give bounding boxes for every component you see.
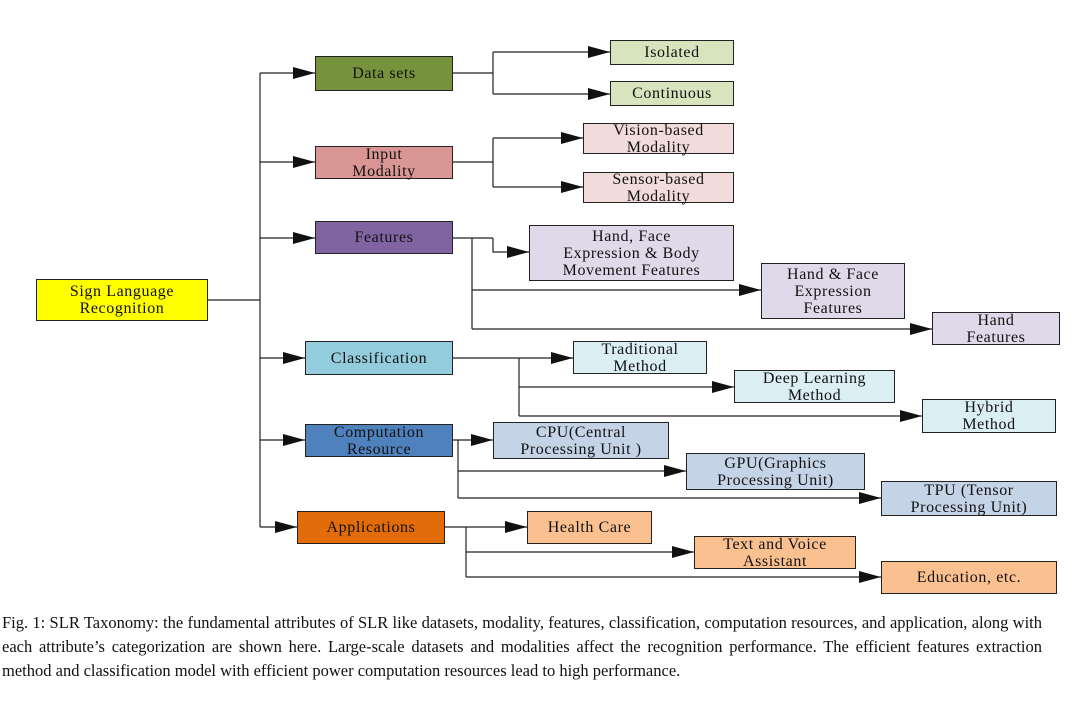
- node-classification: Classification: [305, 341, 453, 375]
- figure-caption: Fig. 1: SLR Taxonomy: the fundamental at…: [2, 613, 1042, 680]
- connector-datasets-branch: [453, 52, 494, 94]
- node-vision-based-modality: Vision-based Modality: [583, 122, 734, 156]
- node-text-voice-assistant: Text and Voice Assistant: [694, 536, 856, 570]
- arrow-to-hand-face-body: [492, 238, 529, 258]
- node-hybrid-method: Hybrid Method: [922, 399, 1056, 433]
- connector-modality-branch: [453, 138, 494, 187]
- node-hand-face-body-features: Hand, Face Expression & Body Movement Fe…: [529, 225, 734, 281]
- node-features: Features: [315, 221, 453, 254]
- node-hand-face-expression-features: Hand & Face Expression Features: [761, 263, 905, 319]
- node-continuous: Continuous: [610, 81, 734, 106]
- connector-classification-branch: [453, 357, 520, 416]
- taxonomy-connectors: [208, 46, 932, 583]
- node-tpu: TPU (Tensor Processing Unit): [881, 481, 1057, 516]
- node-root: Sign Language Recognition: [36, 279, 208, 321]
- connector-root-trunk: [208, 73, 261, 527]
- node-sensor-based-modality: Sensor-based Modality: [583, 171, 734, 205]
- connector-features-branch: [453, 237, 493, 329]
- node-cpu: CPU(Central Processing Unit ): [493, 422, 669, 459]
- node-deep-learning-method: Deep Learning Method: [734, 370, 895, 404]
- node-isolated: Isolated: [610, 40, 734, 65]
- node-datasets: Data sets: [315, 56, 453, 91]
- node-gpu: GPU(Graphics Processing Unit): [686, 453, 865, 490]
- node-traditional-method: Traditional Method: [573, 341, 707, 375]
- node-input-modality: Input Modality: [315, 146, 453, 180]
- node-hand-features: Hand Features: [932, 312, 1060, 346]
- node-health-care: Health Care: [527, 511, 652, 544]
- node-computation-resource: Computation Resource: [305, 424, 453, 458]
- node-education: Education, etc.: [881, 561, 1057, 594]
- node-applications: Applications: [297, 511, 445, 544]
